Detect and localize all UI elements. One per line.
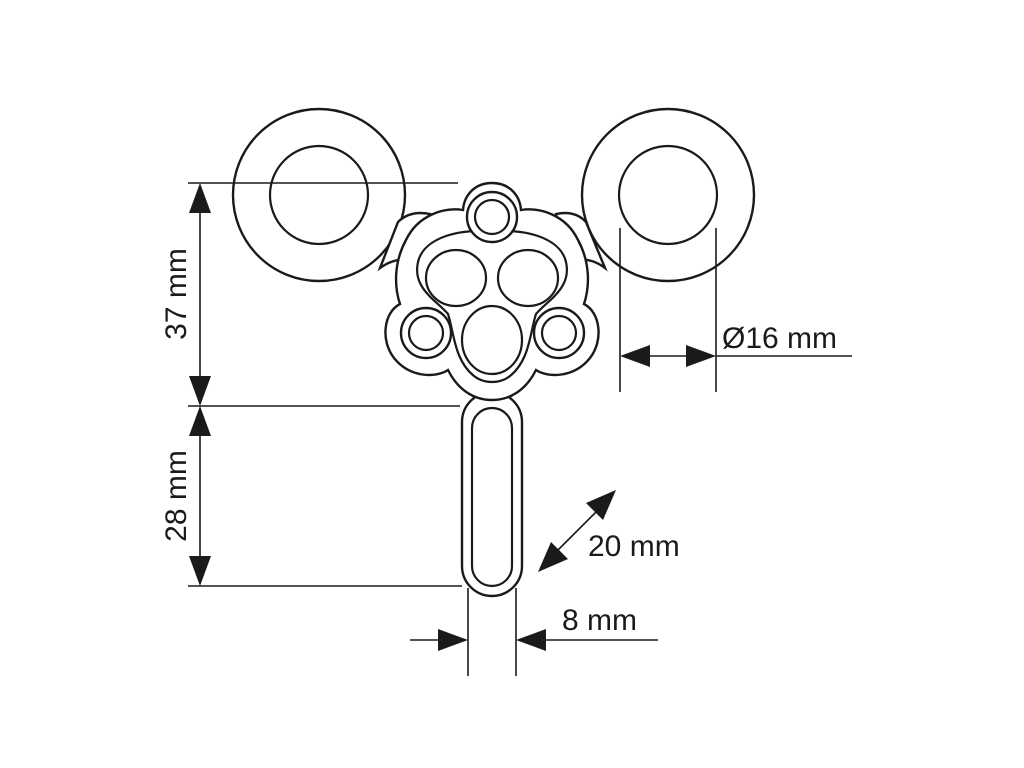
- arrow-diagonal-up-icon: [586, 490, 616, 520]
- arrow-up-icon: [189, 183, 211, 213]
- dimension-label-slot-length: 20 mm: [588, 530, 680, 563]
- arrow-down-icon: [189, 556, 211, 586]
- dimension-label-upper-height: 37 mm: [160, 248, 193, 340]
- hole-left: [399, 306, 453, 360]
- arrow-right-icon: [686, 345, 716, 367]
- arrow-left-icon: [620, 345, 650, 367]
- dimension-label-eye-diameter: Ø16 mm: [722, 322, 837, 355]
- arrow-up-icon: [189, 406, 211, 436]
- arrow-left-icon: [516, 629, 546, 651]
- lobe-bottom: [460, 304, 524, 376]
- arrow-diagonal-down-icon: [538, 542, 568, 572]
- lobe-left: [424, 248, 488, 308]
- dimension-label-lower-height: 28 mm: [160, 450, 193, 542]
- right-eye: [580, 107, 756, 283]
- dimension-slot-length: 20 mm: [538, 490, 680, 572]
- lobe-right: [496, 248, 560, 308]
- hole-right: [532, 306, 586, 360]
- left-eye: [231, 107, 407, 283]
- dimension-label-slot-width: 8 mm: [562, 604, 637, 637]
- dimension-lower-height: 28 mm: [160, 406, 462, 587]
- dimension-eye-diameter: Ø16 mm: [619, 228, 852, 392]
- arrow-right-icon: [438, 629, 468, 651]
- hole-top: [465, 190, 519, 244]
- device-body: [231, 107, 756, 598]
- arrow-down-icon: [189, 376, 211, 406]
- lower-slot: [460, 390, 524, 598]
- dimension-slot-width: 8 mm: [410, 588, 658, 676]
- dimension-upper-height: 37 mm: [160, 182, 460, 407]
